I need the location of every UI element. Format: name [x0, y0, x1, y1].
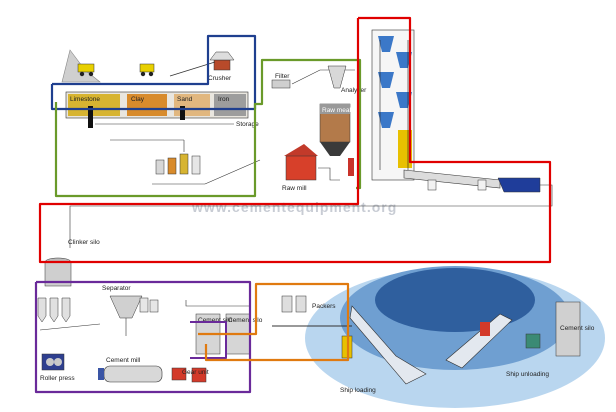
label-iron: Iron — [218, 96, 230, 103]
ship-right: Ship unloading — [445, 313, 549, 378]
label-cement-silo-left: Cement silo — [198, 317, 233, 324]
label-raw-meal-silo: Raw meal silo — [322, 107, 363, 114]
section-raw-material — [54, 58, 362, 198]
label-clinker-silo: Clinker silo — [68, 239, 100, 246]
label-packers: Packers — [312, 303, 336, 310]
label-raw-mill: Raw mill — [282, 185, 307, 192]
preheater-tower — [371, 29, 415, 181]
cement-mill: Cement mill — [98, 357, 163, 383]
clinker-conveyor — [69, 184, 553, 248]
dosing-bins — [110, 139, 261, 185]
watermark: www.cementequipment.org — [191, 199, 397, 215]
label-separator: Separator — [102, 285, 131, 292]
dump-truck-icon — [77, 63, 95, 77]
section-grinding — [34, 280, 252, 394]
packers: Packers — [272, 295, 352, 327]
rotary-kiln — [403, 169, 501, 191]
label-roller-press: Roller press — [40, 375, 75, 382]
storage-hall: Limestone Clay Sand Iron Storage — [65, 91, 259, 128]
gear-unit: Gear unit — [171, 367, 209, 383]
separator: Separator — [102, 285, 159, 336]
cement-silos: Cement silo Cement silo — [185, 300, 263, 355]
roller-press: Roller press — [40, 353, 75, 382]
label-clay: Clay — [131, 96, 145, 103]
dust-collector — [348, 158, 354, 176]
label-filter: Filter — [275, 73, 290, 80]
label-ship-loading: Ship loading — [340, 387, 376, 394]
label-ship-unloading: Ship unloading — [506, 371, 549, 378]
label-cement-silo-terminal: Cement silo — [560, 325, 595, 332]
label-limestone: Limestone — [70, 96, 100, 103]
sea — [305, 266, 605, 408]
additive-bins — [37, 297, 101, 331]
clinker-cooler — [497, 177, 541, 193]
analyzer: Analyzer — [327, 65, 367, 94]
label-storage: Storage — [236, 121, 259, 128]
quarry — [61, 49, 155, 83]
loader-icon — [139, 63, 155, 77]
label-analyzer: Analyzer — [341, 87, 367, 94]
label-cement-silo-right: Cement silo — [228, 317, 263, 324]
label-gear-unit: Gear unit — [182, 369, 209, 376]
section-quarry — [50, 34, 257, 111]
section-packing — [198, 282, 350, 362]
section-kiln — [38, 16, 552, 264]
raw-meal-silo: Raw meal silo — [319, 103, 363, 156]
label-sand: Sand — [177, 96, 193, 103]
label-crusher: Crusher — [208, 75, 232, 82]
raw-mill: Raw mill — [282, 144, 318, 192]
crusher: Crusher — [208, 51, 235, 82]
terminal-silo: Cement silo — [525, 301, 595, 357]
label-cement-mill: Cement mill — [106, 357, 141, 364]
